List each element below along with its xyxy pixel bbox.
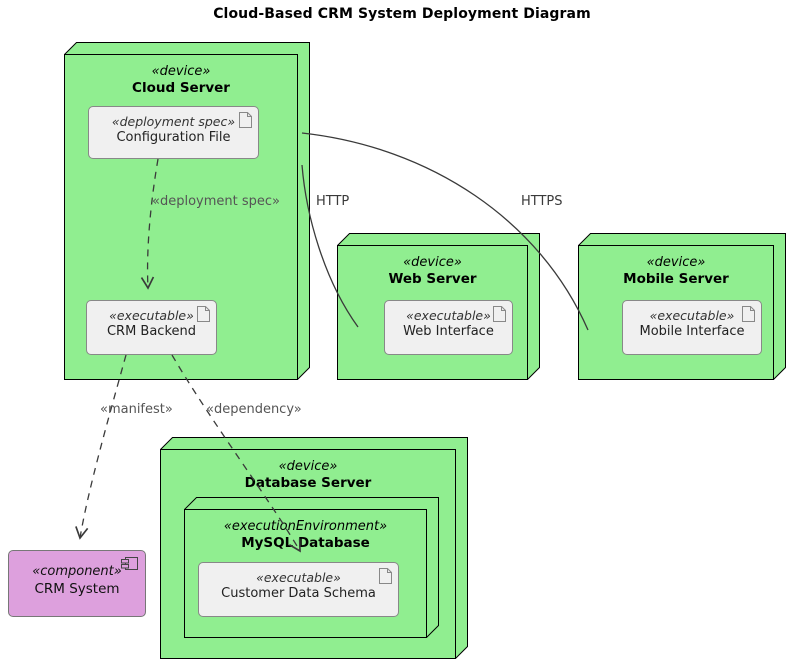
node-header: «device» Mobile Server: [578, 245, 774, 289]
node-name: Mobile Server: [623, 271, 729, 288]
edge-manifest: [75, 354, 127, 540]
node-header: «device» Database Server: [160, 449, 456, 493]
node-header: «executionEnvironment» MySQL Database: [184, 509, 427, 553]
document-icon: [493, 306, 506, 322]
node-stereotype: «device»: [403, 255, 462, 270]
component-icon: [121, 557, 138, 570]
edge-label-dependency: «dependency»: [206, 402, 302, 417]
artifact-stereotype: «executable»: [256, 570, 341, 585]
edge-label-manifest: «manifest»: [100, 402, 173, 417]
artifact-mobile-interface[interactable]: «executable» Mobile Interface: [622, 300, 762, 355]
artifact-name: Web Interface: [403, 324, 494, 340]
node-name: Database Server: [244, 475, 372, 492]
artifact-configuration-file[interactable]: «deployment spec» Configuration File: [88, 106, 259, 159]
edge-label-deployment-spec: «deployment spec»: [152, 194, 280, 209]
edge-label-https: HTTPS: [521, 194, 563, 209]
node-name: Web Server: [388, 271, 477, 288]
node-stereotype: «executionEnvironment»: [223, 519, 388, 534]
node-name: Cloud Server: [132, 80, 230, 97]
document-icon: [197, 306, 210, 322]
artifact-name: CRM Backend: [106, 324, 197, 340]
component-stereotype: «component»: [32, 564, 122, 579]
node-stereotype: «device»: [278, 459, 338, 474]
node-stereotype: «device»: [646, 255, 706, 270]
artifact-name: Mobile Interface: [639, 324, 745, 340]
node-header: «device» Cloud Server: [64, 54, 298, 98]
node-header: «device» Web Server: [337, 245, 528, 289]
artifact-stereotype: «deployment spec»: [111, 114, 236, 129]
artifact-crm-backend[interactable]: «executable» CRM Backend: [86, 300, 217, 355]
component-crm-system[interactable]: «component» CRM System: [8, 550, 146, 617]
artifact-web-interface[interactable]: «executable» Web Interface: [384, 300, 513, 355]
document-icon: [239, 112, 252, 128]
artifact-name: Customer Data Schema: [221, 586, 376, 602]
node-name: MySQL Database: [241, 535, 370, 552]
node-stereotype: «device»: [151, 64, 211, 79]
edge-label-http: HTTP: [316, 194, 350, 209]
artifact-customer-data-schema[interactable]: «executable» Customer Data Schema: [198, 562, 399, 617]
document-icon: [379, 568, 392, 584]
artifact-name: Configuration File: [116, 130, 231, 146]
diagram-title: Cloud-Based CRM System Deployment Diagra…: [213, 6, 591, 22]
artifact-stereotype: «executable»: [649, 308, 735, 323]
component-name: CRM System: [34, 580, 120, 597]
document-icon: [742, 306, 755, 322]
